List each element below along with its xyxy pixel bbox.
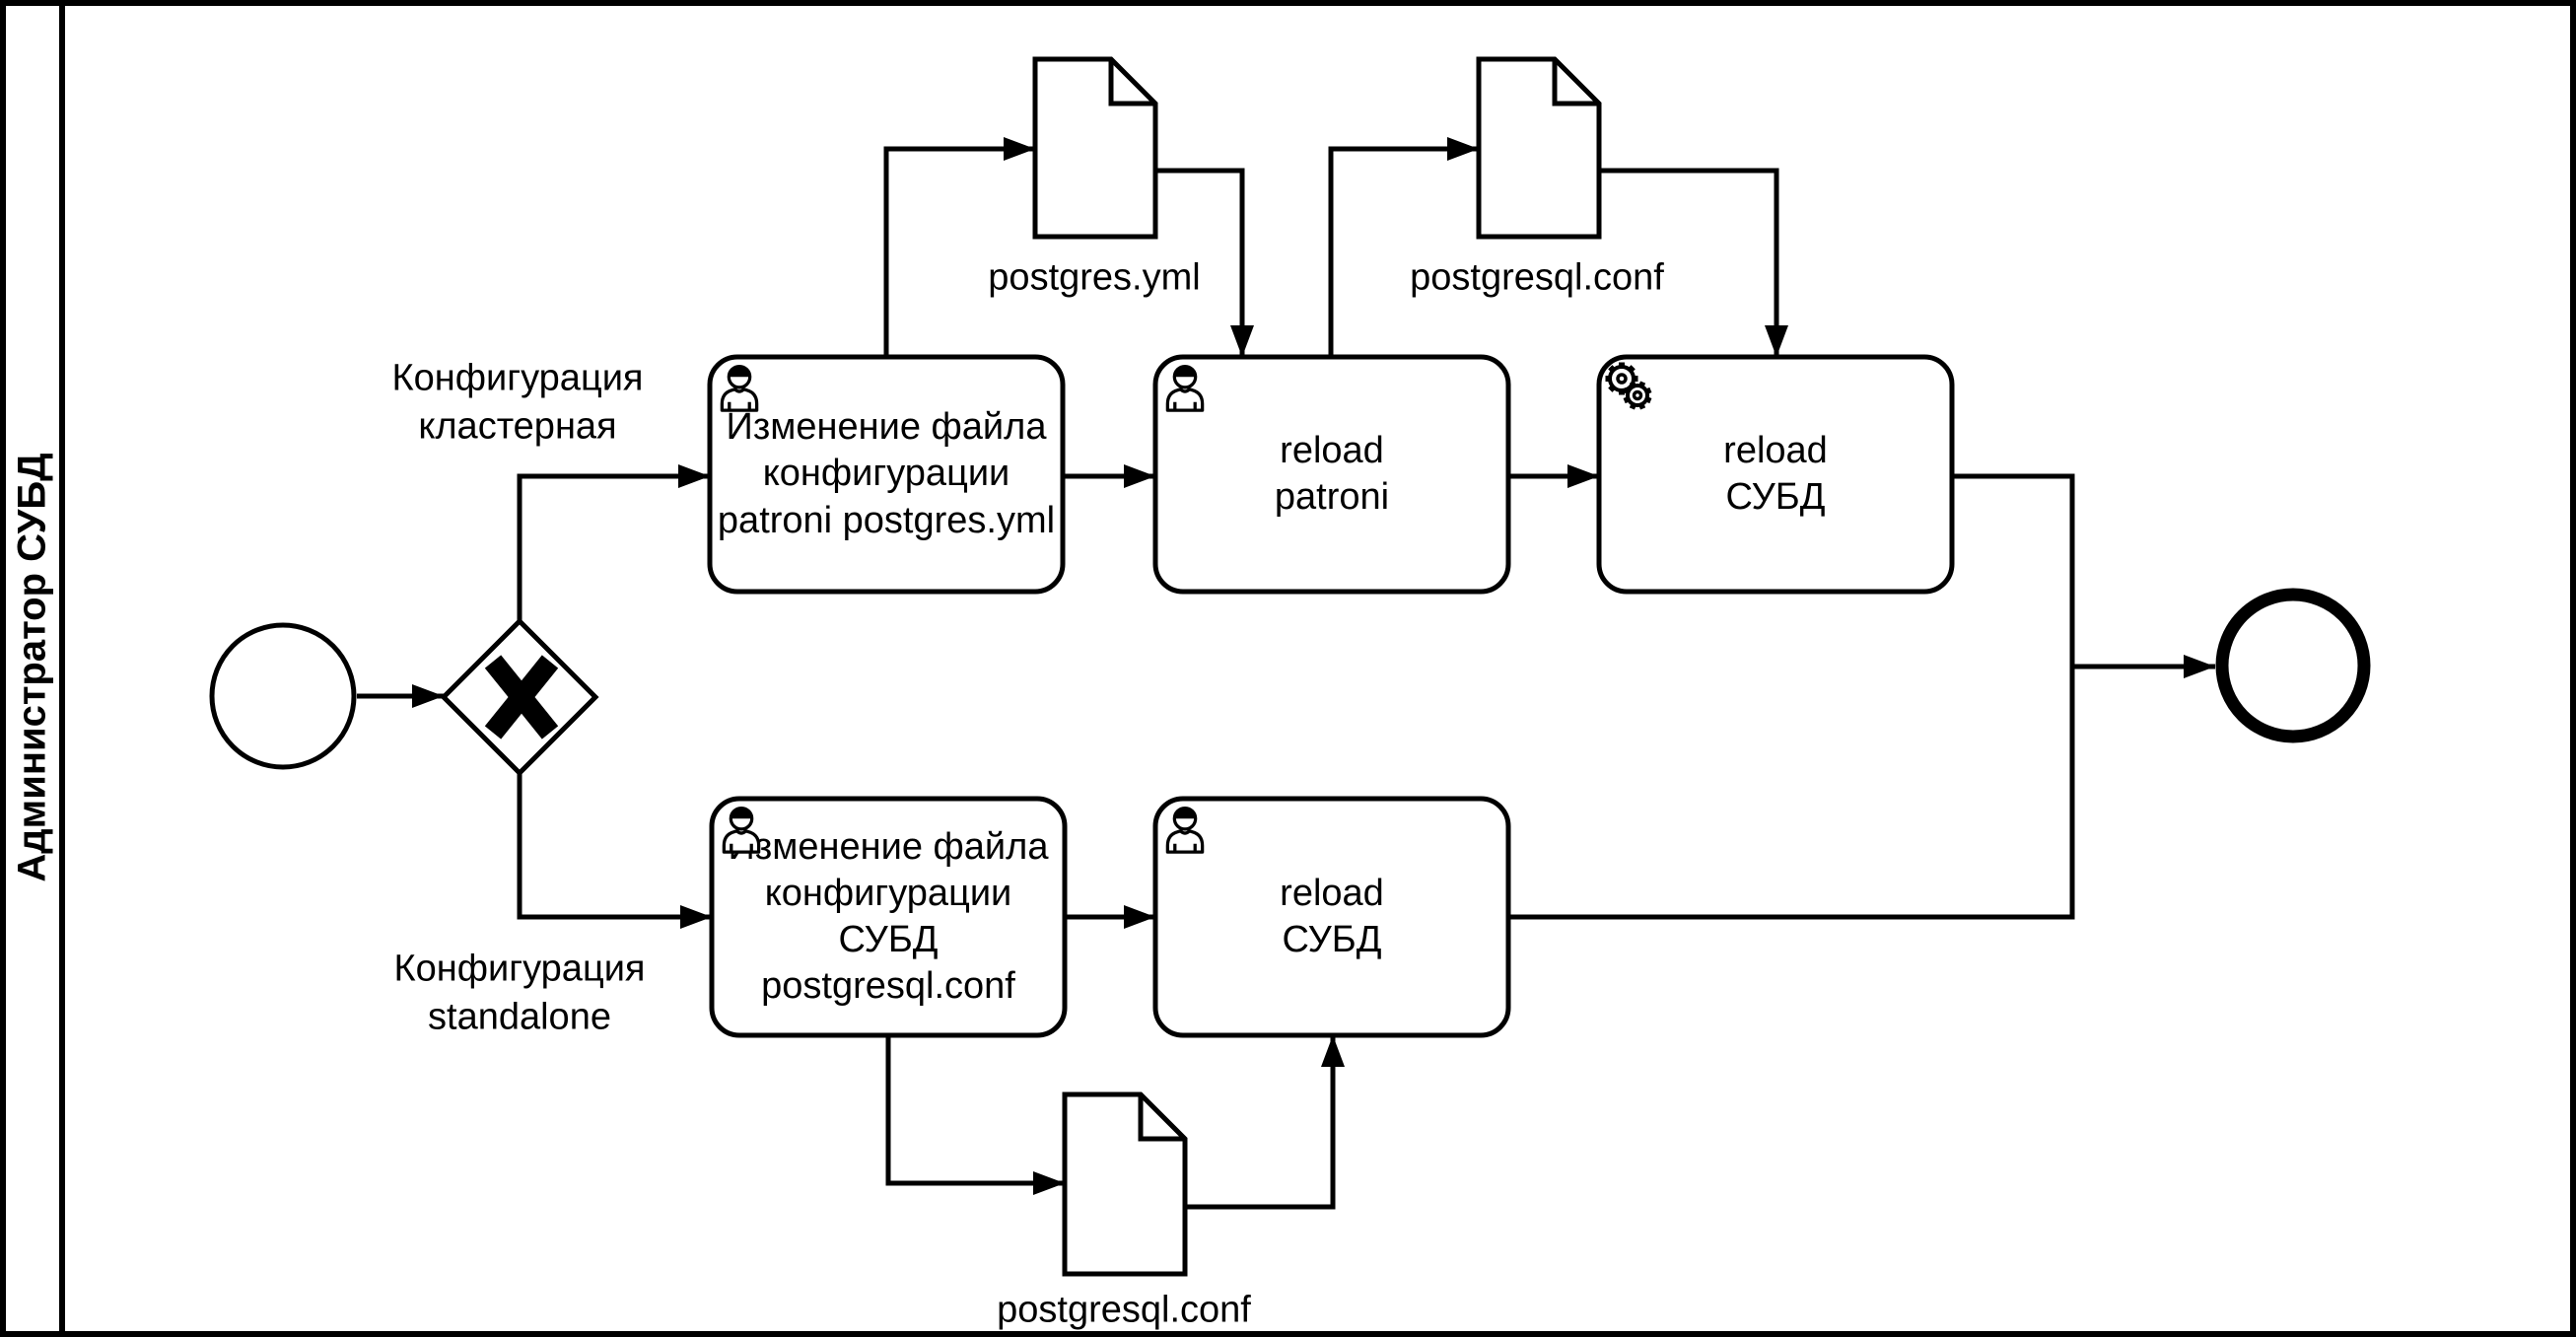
task-reload-dbms-cluster-shape [1596,354,1955,595]
task-reload-dbms-standalone-shape [1152,796,1511,1038]
sequence-flow-gateway-to-edit-dbms [517,773,712,929]
flow-label-standalone: Конфигурация standalone [393,948,646,1037]
task-edit-dbms-conf-shape [709,796,1068,1038]
document-postgres-yml-shape [1032,56,1158,240]
sequence-flow-gateway-to-edit-patroni [517,464,710,621]
association-postgres-yml-to-reload-patroni [1155,168,1254,357]
document-postgresql-conf-top-label: postgresql.conf [1410,256,1664,299]
task-edit-patroni-shape [707,354,1066,595]
end-event [2215,588,2371,743]
document-postgres-yml-fold [1108,59,1155,106]
start-event [209,622,357,770]
user-icon [716,803,767,854]
document-postgresql-conf-bottom-shape [1062,1091,1188,1277]
user-icon [714,361,765,412]
flow-label-cluster: Конфигурация кластерная [391,357,644,447]
association-postgresql-conf-to-reload-dbms-standalone [1185,1035,1345,1210]
task-reload-patroni-shape [1152,354,1511,595]
document-postgresql-conf-bottom-fold [1138,1094,1185,1142]
xor-gateway-x-marker [484,655,559,739]
document-postgresql-conf-top-shape [1476,56,1602,240]
lane-title: Администратор СУБД [10,453,54,882]
document-postgresql-conf-bottom-label: postgresql.conf [997,1289,1251,1331]
sequence-flow-merge [1508,473,2075,920]
association-reload-patroni-to-postgresql-conf [1328,137,1479,357]
user-icon [1159,361,1211,412]
service-gear-icon [1601,359,1656,414]
document-postgresql-conf-top-fold [1552,59,1599,106]
association-edit-patroni-to-postgres-yml [883,137,1035,357]
document-postgres-yml-label: postgres.yml [988,256,1201,299]
association-edit-dbms-to-postgresql-conf [885,1035,1065,1195]
association-postgresql-conf-to-reload-dbms [1599,168,1788,357]
user-icon [1159,803,1211,854]
